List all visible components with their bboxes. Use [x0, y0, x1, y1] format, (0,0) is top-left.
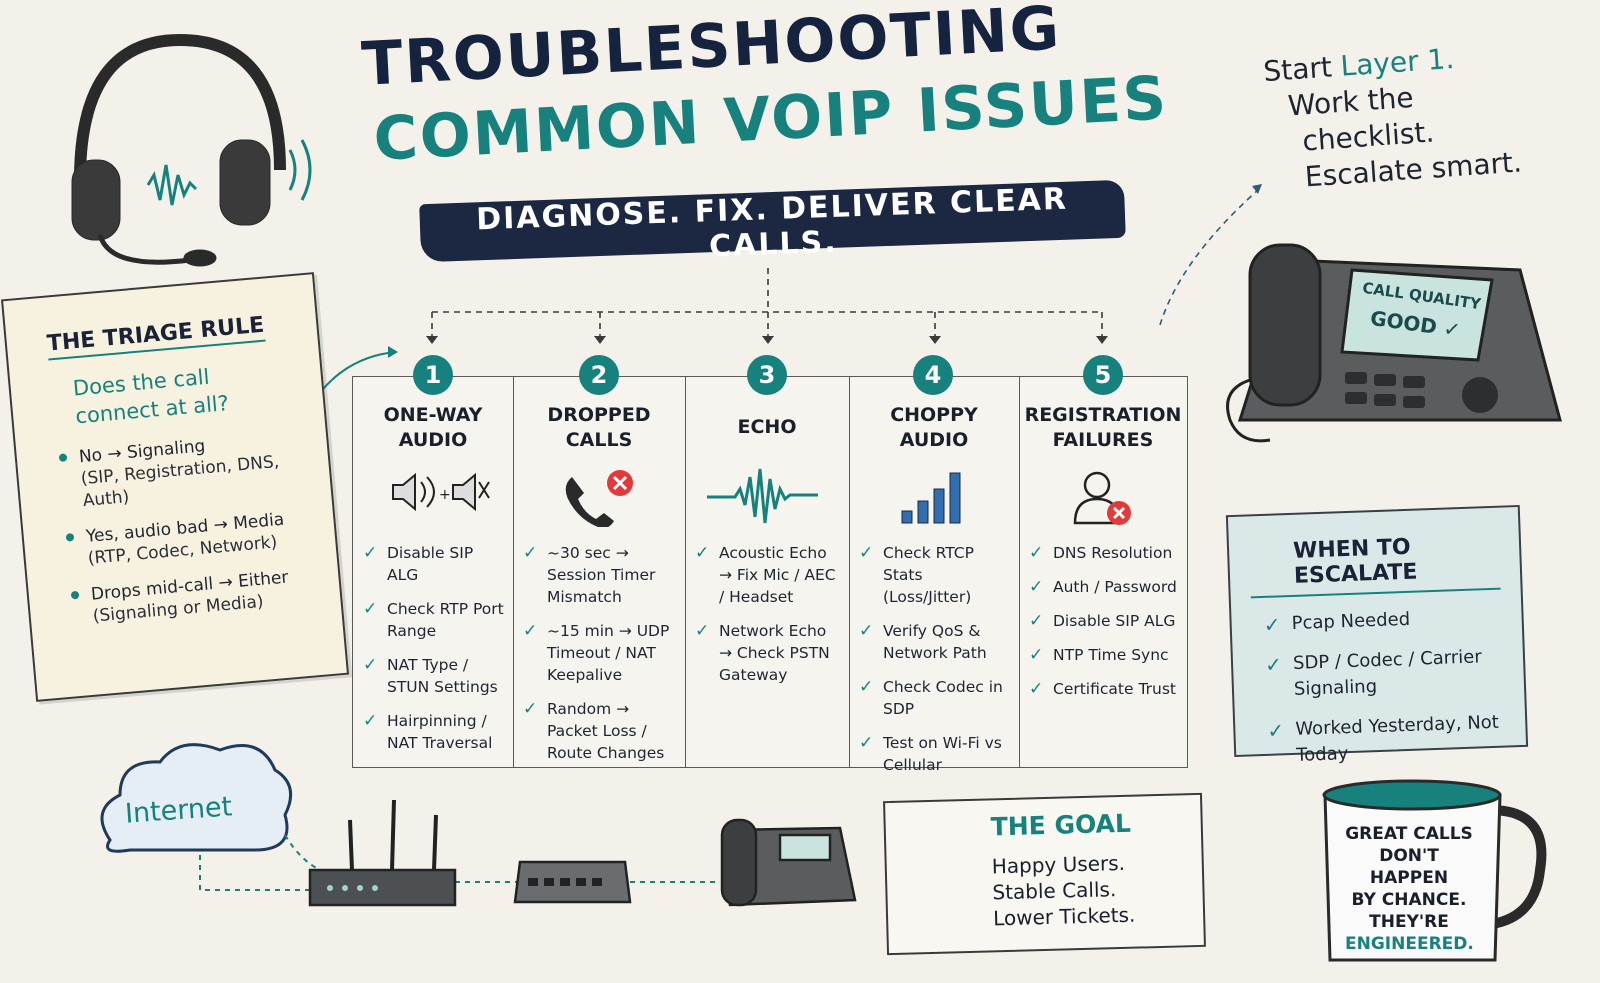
- issue-number: 5: [1083, 355, 1123, 395]
- issue-checklist: ✓~30 sec → Session Timer Mismatch ✓~15 m…: [523, 542, 679, 776]
- checklist-item: ✓Network Echo → Check PSTN Gateway: [695, 621, 830, 684]
- goal-line: Stable Calls.: [992, 877, 1117, 905]
- mug-line: THEY'RE: [1369, 912, 1449, 932]
- escalate-item: ✓SDP / Codec / Carrier Signaling: [1264, 646, 1483, 700]
- signal-bars-icon: [849, 467, 1019, 531]
- checklist-item: ✓Hairpinning / NAT Traversal: [363, 711, 493, 752]
- user-error-icon: [1019, 467, 1187, 535]
- mug-line: DON'T HAPPEN: [1369, 846, 1449, 888]
- ip-phone-icon: [720, 818, 857, 907]
- goal-line: Lower Tickets.: [992, 902, 1136, 931]
- triage-list: No → Signaling(SIP, Registration, DNS, A…: [58, 425, 341, 630]
- checklist-item: ✓NTP Time Sync: [1029, 645, 1169, 665]
- mug-text: GREAT CALLS DON'T HAPPEN BY CHANCE. THEY…: [1345, 823, 1474, 955]
- escalate-item: ✓Worked Yesterday, Not Today: [1267, 711, 1500, 766]
- checklist-item: ✓Verify QoS & Network Path: [859, 621, 987, 662]
- headset-icon: [71, 33, 312, 267]
- issue-column-echo: 3 ECHO ✓Acoustic Echo → Fix Mic / AEC / …: [685, 355, 850, 767]
- checklist-item: ✓~15 min → UDP Timeout / NAT Keepalive: [523, 621, 670, 684]
- checklist-item: ✓~30 sec → Session Timer Mismatch: [523, 543, 656, 606]
- issue-number: 4: [913, 355, 953, 395]
- issue-checklist: ✓DNS Resolution ✓Auth / Password ✓Disabl…: [1029, 542, 1181, 712]
- checklist-item: ✓Disable SIP ALG: [1029, 611, 1176, 631]
- escalate-title: WHEN TO ESCALATE: [1292, 534, 1418, 589]
- phone-error-icon: [513, 467, 685, 531]
- desk-phone-icon: [1226, 243, 1562, 443]
- checklist-item: ✓Check RTP Port Range: [363, 599, 504, 640]
- goal-title: THE GOAL: [990, 808, 1132, 842]
- issue-checklist: ✓Acoustic Echo → Fix Mic / AEC / Headset…: [695, 542, 843, 698]
- issue-number: 1: [413, 355, 453, 395]
- triage-note: THE TRIAGE RULE Does the call connect at…: [0, 272, 350, 702]
- triage-item: Yes, audio bad → Media(RTP, Codec, Netwo…: [65, 504, 336, 571]
- issue-number: 2: [579, 355, 619, 395]
- tagline-accent: Layer 1.: [1339, 41, 1456, 83]
- tagline-start: Start: [1262, 49, 1342, 89]
- speaker-mute-icon: +: [353, 467, 513, 521]
- escalate-note: WHEN TO ESCALATE ✓Pcap Needed ✓SDP / Cod…: [1225, 504, 1529, 766]
- triage-item: Drops mid-call → Either(Signaling or Med…: [70, 562, 341, 629]
- issue-checklist: ✓Disable SIP ALG ✓Check RTP Port Range ✓…: [363, 542, 507, 766]
- mug-icon: [1322, 779, 1547, 962]
- tagline: Start Layer 1. Work the checklist. Escal…: [1262, 36, 1531, 198]
- cloud-icon: [100, 743, 293, 853]
- checklist-item: ✓Disable SIP ALG: [363, 543, 474, 584]
- mug-accent: ENGINEERED.: [1345, 934, 1474, 954]
- checklist-item: ✓Test on Wi-Fi vs Cellular: [859, 733, 1002, 774]
- goal-box: THE GOAL Happy Users. Stable Calls. Lowe…: [883, 792, 1206, 956]
- escalate-item: ✓Pcap Needed: [1263, 608, 1411, 637]
- flow-connectors: [431, 189, 1259, 340]
- issue-checklist: ✓Check RTCP Stats (Loss/Jitter) ✓Verify …: [859, 542, 1013, 788]
- svg-text:+: +: [439, 487, 451, 503]
- issue-number: 3: [747, 355, 787, 395]
- checklist-item: ✓DNS Resolution: [1029, 543, 1173, 563]
- checklist-item: ✓Acoustic Echo → Fix Mic / AEC / Headset: [695, 543, 836, 606]
- mug-line: BY CHANCE.: [1351, 890, 1467, 910]
- checklist-item: ✓Check RTCP Stats (Loss/Jitter): [859, 543, 974, 606]
- checklist-item: ✓NAT Type / STUN Settings: [363, 655, 498, 696]
- issue-title: ECHO: [737, 416, 797, 438]
- checklist-item: ✓Auth / Password: [1029, 577, 1177, 597]
- goal-line: Happy Users.: [991, 850, 1126, 879]
- network-path: [199, 834, 720, 891]
- triage-item: No → Signaling(SIP, Registration, DNS, A…: [58, 425, 331, 514]
- waveform-icon: [685, 467, 849, 531]
- triage-question: Does the call connect at all?: [72, 353, 324, 430]
- checklist-item: ✓Check Codec in SDP: [859, 677, 1003, 718]
- switch-icon: [513, 860, 632, 904]
- checklist-item: ✓Random → Packet Loss / Route Changes: [523, 699, 665, 762]
- checklist-item: ✓Certificate Trust: [1029, 679, 1176, 699]
- triage-title: THE TRIAGE RULE: [45, 312, 266, 361]
- router-icon: [308, 799, 457, 907]
- mug-line: GREAT CALLS: [1345, 824, 1473, 844]
